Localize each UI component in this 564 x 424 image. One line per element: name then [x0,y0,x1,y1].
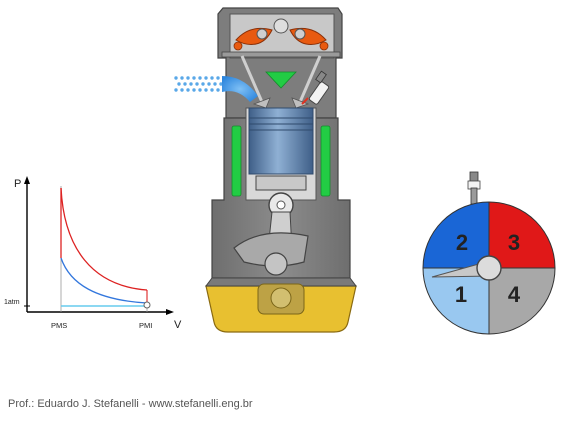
spark-plug [301,70,330,105]
main-bearing [270,287,292,309]
stroke-quadrant-4 [488,267,556,335]
v-axis-label: V [174,319,182,331]
quadrant-label-2: 2 [456,230,468,255]
expansion-curve [60,257,148,304]
exhaust-valve-head [291,97,310,109]
piston [248,107,314,191]
crank-pin [264,252,288,276]
pv-diagram: P V 1atm PMS PMI [4,176,182,331]
exhaust-valve-stem [298,55,322,103]
pms-tick-label: PMS [51,321,67,330]
state-point-marker [143,301,151,309]
dial-hub [476,255,502,281]
engine-cutaway [174,7,357,333]
v-axis-arrow [166,309,174,315]
wrist-pin-center [276,200,286,210]
quadrant-label-3: 3 [508,230,520,255]
compression-curve [60,187,148,291]
intake-mixture-dots [174,76,223,92]
stroke-dial: 2 3 1 4 [422,171,556,335]
footer-credit: Prof.: Eduardo J. Stefanelli - www.stefa… [8,398,253,410]
head-gasket [221,51,341,58]
combustion-chamber [265,71,297,89]
camshaft [273,18,289,34]
coolant-jacket-left [231,125,242,197]
atm-label: 1atm [4,299,20,306]
p-axis-label: P [14,178,21,190]
exhaust-rocker-arm [289,27,329,51]
intake-port [222,76,258,102]
crankshaft-web [233,232,309,267]
intake-valve-head [252,97,271,109]
intake-valve-stem [240,55,264,103]
stroke-quadrant-2 [422,201,490,269]
quadrant-label-4: 4 [508,282,521,307]
pmi-tick-label: PMI [139,321,152,330]
stroke-quadrant-3 [488,201,556,269]
intake-rocker-arm [233,27,273,51]
stroke-quadrant-1 [422,267,490,335]
coolant-jacket-right [320,125,331,197]
p-axis-arrow [24,176,30,184]
crankcase-lower [205,277,357,287]
quadrant-label-1: 1 [455,282,467,307]
